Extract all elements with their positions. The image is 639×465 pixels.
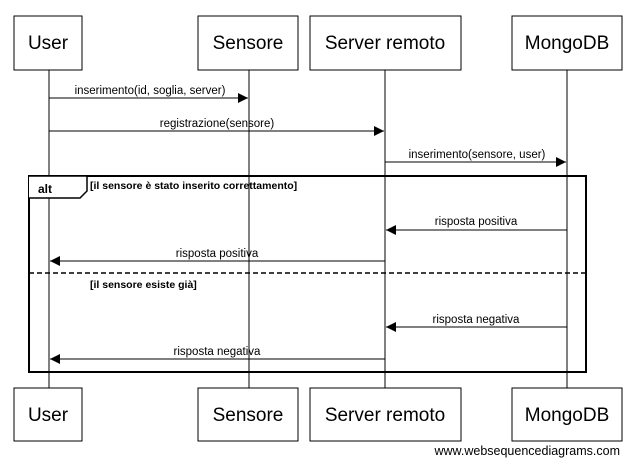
- message-label: inserimento(sensore, user): [409, 149, 546, 161]
- participant-label: Sensore: [213, 33, 284, 54]
- participant-user-top: User: [13, 15, 83, 71]
- alt-frame: alt [il sensore è stato inserito corrett…: [28, 175, 587, 373]
- participant-sensore-bottom: Sensore: [197, 387, 299, 442]
- participant-label: MongoDB: [525, 33, 610, 54]
- message-5: risposta positiva: [50, 248, 385, 266]
- participant-mongodb-top: MongoDB: [511, 15, 623, 71]
- participant-label: Sensore: [213, 405, 284, 426]
- footer-watermark: www.websequencediagrams.com: [433, 444, 620, 458]
- message-label: inserimento(id, soglia, server): [75, 85, 226, 97]
- message-label: risposta negativa: [174, 346, 262, 358]
- message-4: risposta positiva: [386, 216, 567, 235]
- participant-label: MongoDB: [525, 405, 610, 426]
- participant-user-bottom: User: [13, 387, 83, 442]
- participant-label: Server remoto: [325, 33, 445, 54]
- message-1: inserimento(id, soglia, server): [49, 85, 248, 103]
- participant-mongodb-bottom: MongoDB: [511, 387, 623, 442]
- message-3: inserimento(sensore, user): [385, 149, 566, 167]
- message-label: risposta negativa: [433, 314, 521, 326]
- alt-guard-1: [il sensore è stato inserito correttamen…: [90, 180, 297, 192]
- participant-server-top: Server remoto: [309, 15, 462, 71]
- alt-guard-2: [il sensore esiste già]: [90, 279, 197, 291]
- participant-label: User: [28, 33, 69, 54]
- participant-sensore-top: Sensore: [197, 15, 299, 71]
- participant-label: User: [28, 405, 69, 426]
- participant-label: Server remoto: [325, 405, 445, 426]
- message-6: risposta negativa: [386, 314, 567, 332]
- message-label: risposta positiva: [176, 248, 259, 260]
- participant-server-bottom: Server remoto: [309, 387, 462, 442]
- message-label: risposta positiva: [435, 216, 518, 228]
- message-label: registrazione(sensore): [160, 118, 275, 130]
- message-2: registrazione(sensore): [49, 118, 384, 136]
- alt-keyword: alt: [38, 182, 52, 196]
- message-7: risposta negativa: [50, 346, 385, 364]
